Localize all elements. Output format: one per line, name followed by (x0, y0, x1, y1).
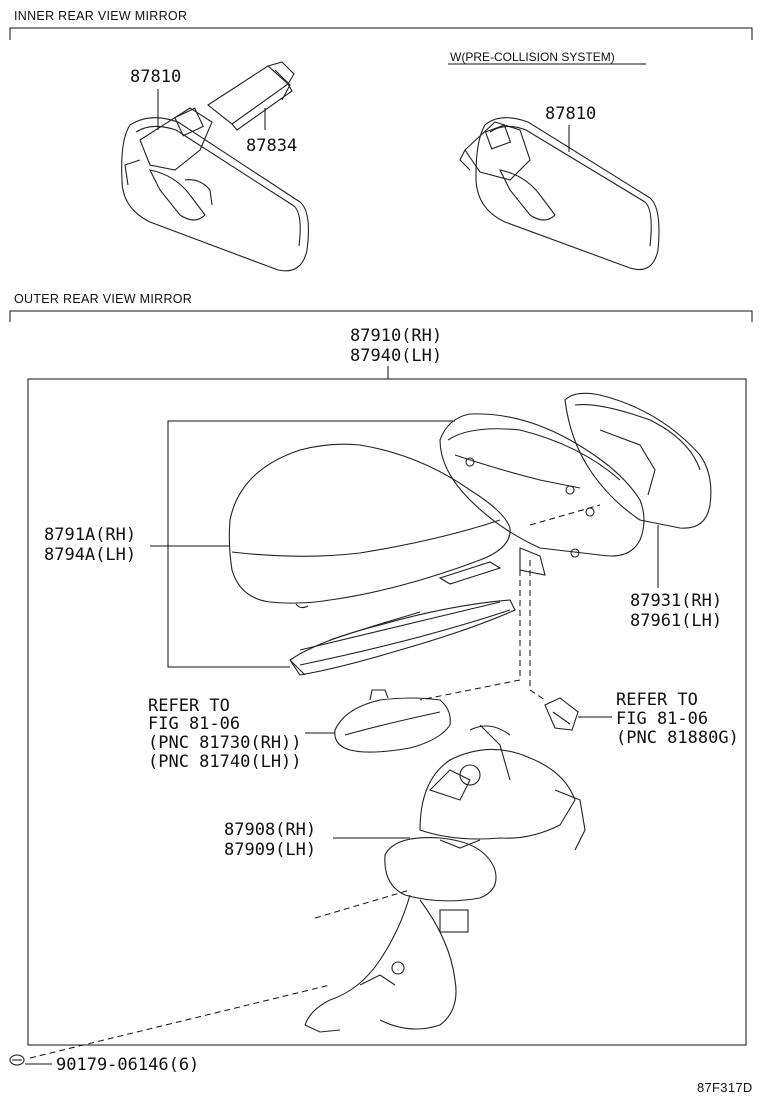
base-label-rh: 87908(RH) (224, 820, 317, 840)
screw-drawing (9, 1054, 25, 1066)
dash-line-lamp (419, 570, 521, 701)
mirror-label-lh: 87961(LH) (630, 611, 723, 631)
base-assembly-drawing (304, 724, 586, 1033)
turn-signal-frame-drawing (289, 599, 516, 676)
refer-left-line1: REFER TO (148, 696, 230, 716)
base-label-lh: 87909(LH) (224, 840, 317, 860)
bulb-drawing (544, 697, 579, 731)
mirror-housing-drawing (438, 413, 645, 585)
assembly-label-rh: 87910(RH) (350, 326, 443, 346)
cover-bracket (167, 420, 455, 668)
refer-right-line1: REFER TO (616, 690, 698, 710)
assembly-label-lh: 87940(LH) (350, 346, 443, 366)
inner-mirror-cover-drawing (207, 61, 295, 131)
refer-right-line2: FIG 81-06 (616, 709, 709, 729)
refer-left-line2: FIG 81-06 (148, 714, 241, 734)
cover-label-lh: 8794A(LH) (44, 545, 137, 565)
dash-line-screw (29, 984, 331, 1059)
outer-section-title: OUTER REAR VIEW MIRROR (14, 292, 193, 306)
cover-label-rh: 8791A(RH) (44, 525, 137, 545)
inner-section-title: INNER REAR VIEW MIRROR (14, 9, 188, 23)
figure-code: 87F317D (697, 1080, 753, 1095)
part-label-87810-right: 87810 (545, 104, 597, 124)
mirror-glass-drawing (564, 392, 712, 529)
side-lamp-drawing (334, 689, 451, 753)
inner-mirror-left-drawing (121, 107, 309, 272)
dash-line-bulb (529, 560, 546, 701)
dash-line-frame (529, 504, 601, 526)
refer-right-line3: (PNC 81880G) (616, 728, 739, 748)
outer-section-bracket (9, 310, 753, 322)
outer-assembly-box (27, 378, 747, 1046)
refer-left-line4: (PNC 81740(LH)) (148, 752, 302, 772)
dash-line-base (314, 889, 411, 919)
mirror-cover-drawing (228, 443, 511, 609)
inner-mirror-right-drawing (459, 117, 660, 271)
mirror-label-rh: 87931(RH) (630, 591, 723, 611)
inner-section-bracket (9, 27, 753, 40)
variant-note: W(PRE-COLLISION SYSTEM) (450, 50, 615, 64)
screw-label: 90179-06146(6) (56, 1055, 200, 1075)
part-label-87810-left: 87810 (130, 67, 182, 87)
part-label-87834: 87834 (246, 136, 298, 156)
refer-left-line3: (PNC 81730(RH)) (148, 733, 302, 753)
